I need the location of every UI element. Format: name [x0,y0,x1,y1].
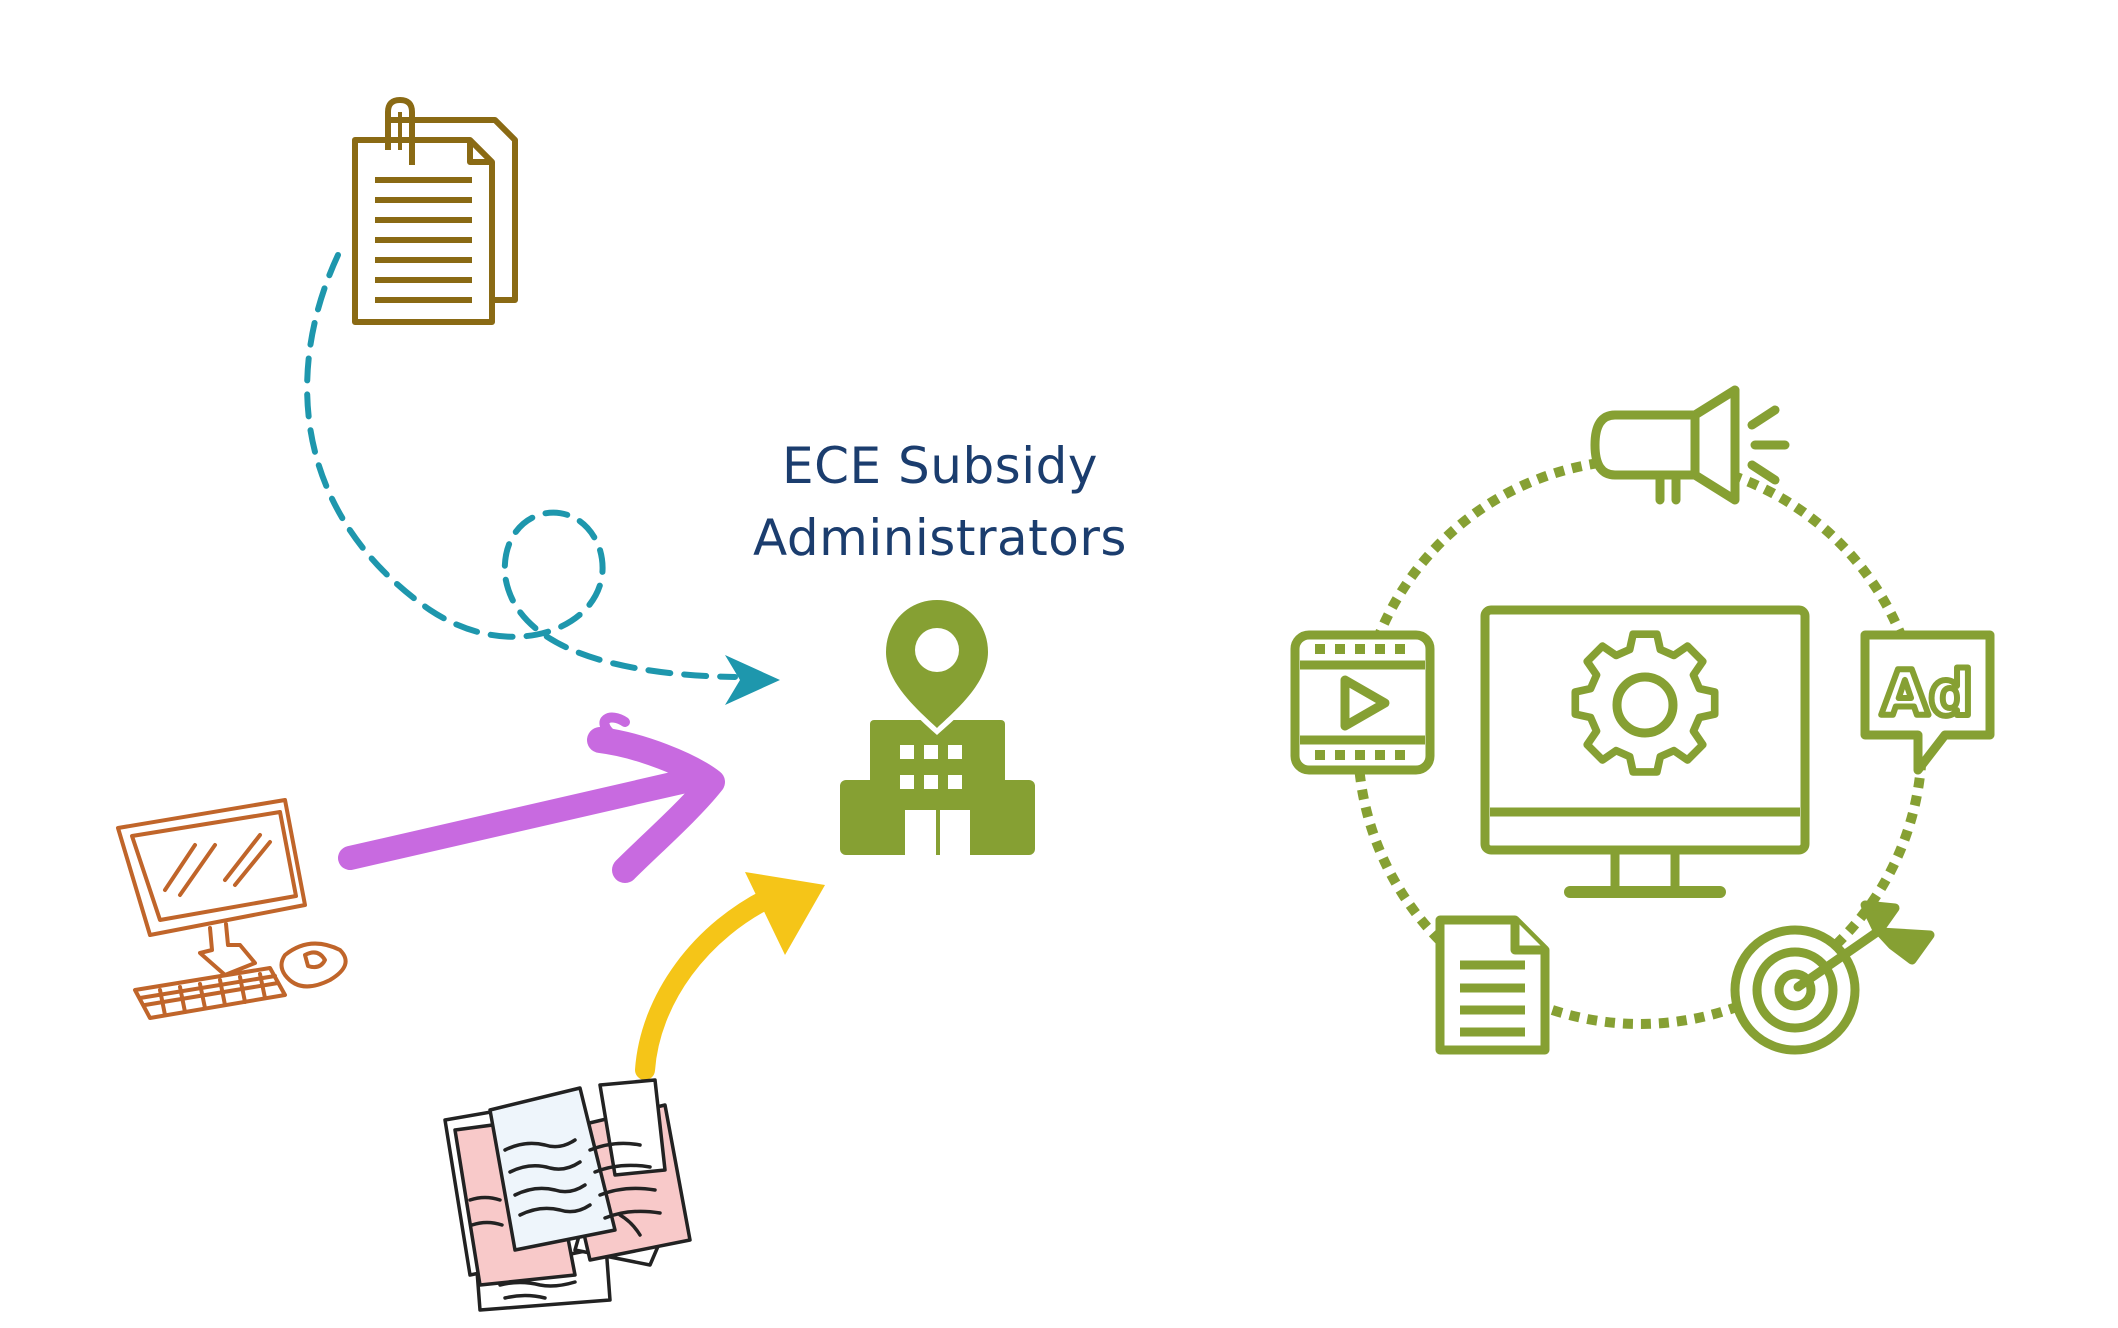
ad-bubble-icon: Ad [1860,630,1995,775]
computer-sketch-icon [116,798,348,1020]
diagram-title: ECE Subsidy Administrators [680,430,1200,574]
dashed-arrow [304,252,780,705]
title-line-1: ECE Subsidy [782,437,1098,495]
document-icon [1435,915,1550,1055]
video-icon [1290,630,1435,775]
documents-icon [352,97,518,325]
monitor-gear-icon [1480,605,1810,898]
yellow-arrow [635,872,825,1080]
target-icon [1730,900,1935,1055]
dashed-arrow-head [725,655,780,705]
svg-text:Ad: Ad [1881,657,1973,730]
paper-pile-icon [443,1078,692,1312]
building-location-icon [840,595,1035,855]
megaphone-icon [1590,385,1790,505]
purple-arrow [338,712,725,883]
title-line-2: Administrators [753,509,1127,567]
